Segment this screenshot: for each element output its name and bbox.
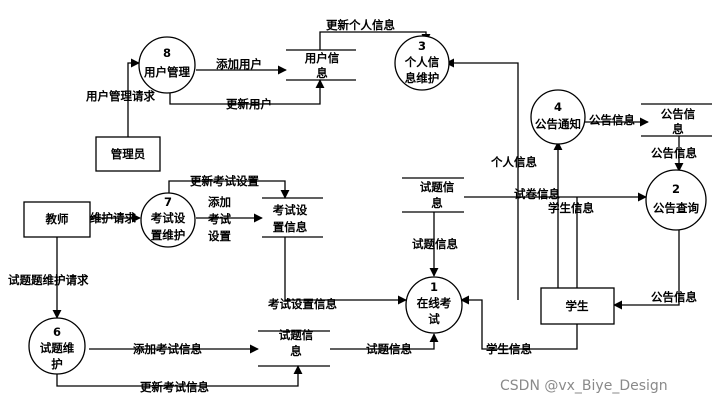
store-question-bottom-line2: 息 <box>290 344 302 358</box>
label-add-exam-settings-2: 考试 <box>208 212 231 226</box>
label-student-info-bottom: 学生信息 <box>486 342 532 356</box>
process-3-line1: 个人信 <box>404 55 440 69</box>
flow-student-info-bottom <box>460 295 578 350</box>
process-online-exam: 1 在线考 试 <box>405 276 463 334</box>
process-2-line1: 公告查询 <box>653 201 699 215</box>
entity-teacher: 教师 <box>23 201 91 238</box>
process-7-line2: 置维护 <box>151 228 186 242</box>
process-7-number: 7 <box>164 195 172 209</box>
store-exam-settings: 考试设 置信息 <box>262 197 323 238</box>
process-8-line1: 用户管理 <box>143 65 190 79</box>
entity-admin: 管理员 <box>95 136 161 172</box>
store-question-top-line2: 息 <box>431 196 443 210</box>
process-1-line2: 试 <box>428 312 440 326</box>
label-paper-info: 试卷信息 <box>514 187 560 201</box>
process-1-line1: 在线考 <box>417 296 452 310</box>
store-notice-info: 公告信 息 <box>641 103 712 137</box>
store-exam-settings-line1: 考试设 <box>273 203 308 217</box>
store-user-info: 用户信 息 <box>286 49 356 81</box>
process-user-management: 8 用户管理 <box>138 36 196 94</box>
process-1-number: 1 <box>430 280 438 294</box>
store-question-info-bottom: 试题信 息 <box>258 328 330 367</box>
process-notice: 4 公告通知 <box>530 89 586 145</box>
process-4-line1: 公告通知 <box>535 117 581 131</box>
flow-query-to-student <box>613 230 680 310</box>
label-notice-info-mid: 公告信息 <box>651 146 697 160</box>
store-question-top-line1: 试题信 <box>420 180 455 194</box>
label-add-user: 添加用户 <box>216 57 262 71</box>
store-exam-settings-line2: 置信息 <box>273 220 308 234</box>
process-6-number: 6 <box>53 325 61 339</box>
flow-admin-to-user-mgmt <box>127 58 140 137</box>
flow-personal-info <box>445 58 519 300</box>
entity-student: 学生 <box>540 287 615 325</box>
process-6-line1: 试题维 <box>40 341 75 355</box>
label-question-info-up: 试题信息 <box>412 237 458 251</box>
process-2-number: 2 <box>672 182 680 196</box>
process-6-line2: 护 <box>51 357 63 371</box>
store-question-info-top: 试题信 息 <box>402 177 464 213</box>
store-question-bottom-line1: 试题信 <box>279 328 314 342</box>
store-user-info-line2: 息 <box>316 66 328 80</box>
label-user-mgmt-request: 用户管理请求 <box>85 89 155 103</box>
process-personal-info: 3 个人信 息维护 <box>394 35 450 91</box>
label-update-exam-info: 更新考试信息 <box>140 380 209 394</box>
process-3-line2: 息维护 <box>405 71 440 85</box>
process-question-maint: 6 试题维 护 <box>28 317 86 375</box>
flow-question-info-right <box>330 333 439 350</box>
store-notice-info-line1: 公告信 <box>661 107 696 121</box>
label-add-exam-settings-3: 设置 <box>208 229 231 243</box>
label-question-info-right: 试题信息 <box>366 342 412 356</box>
process-7-line1: 考试设 <box>151 211 186 225</box>
entity-teacher-label: 教师 <box>45 212 69 226</box>
entity-student-label: 学生 <box>566 299 589 313</box>
store-notice-info-line2: 息 <box>672 122 684 136</box>
label-exam-settings-info: 考试设置信息 <box>268 297 337 311</box>
flow-exam-settings-to-exam <box>284 237 407 305</box>
label-student-info-right: 学生信息 <box>548 201 594 215</box>
process-exam-setting-maint: 7 考试设 置维护 <box>140 192 196 248</box>
label-notice-info-bottom: 公告信息 <box>651 290 697 304</box>
watermark: CSDN @vx_Biye_Design <box>500 378 668 394</box>
label-add-exam-info: 添加考试信息 <box>133 342 202 356</box>
process-3-number: 3 <box>418 39 426 53</box>
label-personal-info: 个人信息 <box>490 155 537 169</box>
entity-admin-label: 管理员 <box>111 147 146 161</box>
label-update-personal-info: 更新个人信息 <box>326 18 395 32</box>
process-8-number: 8 <box>163 46 171 60</box>
process-4-number: 4 <box>554 100 562 114</box>
store-user-info-line1: 用户信 <box>304 51 340 65</box>
label-add-exam-settings-1: 添加 <box>208 195 231 209</box>
flow-update-exam-info <box>56 365 303 387</box>
flow-update-user <box>169 79 325 105</box>
label-notice-info-left: 公告信息 <box>589 113 635 127</box>
process-notice-query: 2 公告查询 <box>645 169 707 231</box>
flow-update-exam-settings <box>168 180 290 199</box>
label-update-exam-settings: 更新考试设置 <box>190 174 259 188</box>
label-question-maintain-request: 试题题维护请求 <box>8 273 89 287</box>
label-update-user: 更新用户 <box>226 97 272 111</box>
label-maintain-request: 维护请求 <box>90 211 136 225</box>
